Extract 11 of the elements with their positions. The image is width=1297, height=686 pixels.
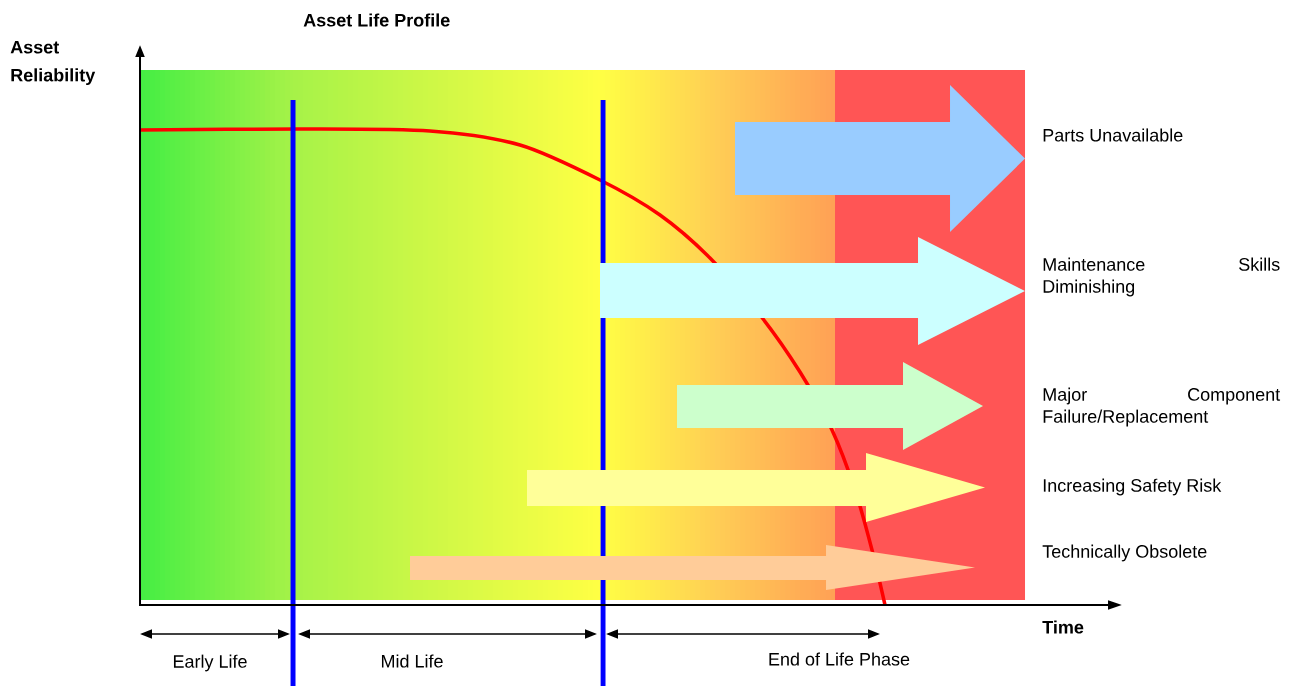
title: Asset Life Profile xyxy=(303,13,450,27)
phase-label: Mid Life xyxy=(381,654,443,668)
arrow-caption: Major Component Failure/Replacement xyxy=(1043,387,1281,427)
arrow-caption: Maintenance Skills Diminishing xyxy=(1043,257,1280,297)
arrow-caption: Parts Unavailable xyxy=(1043,128,1183,142)
arrow-caption: Technically Obsolete xyxy=(1042,544,1207,562)
axis-title: Time xyxy=(1042,620,1084,634)
arrow-caption: Increasing Safety Risk xyxy=(1043,478,1222,496)
phase-label: End of Life Phase xyxy=(769,652,910,666)
axis-title: Asset Reliability xyxy=(10,40,96,86)
phase-label: Early Life xyxy=(173,654,247,672)
